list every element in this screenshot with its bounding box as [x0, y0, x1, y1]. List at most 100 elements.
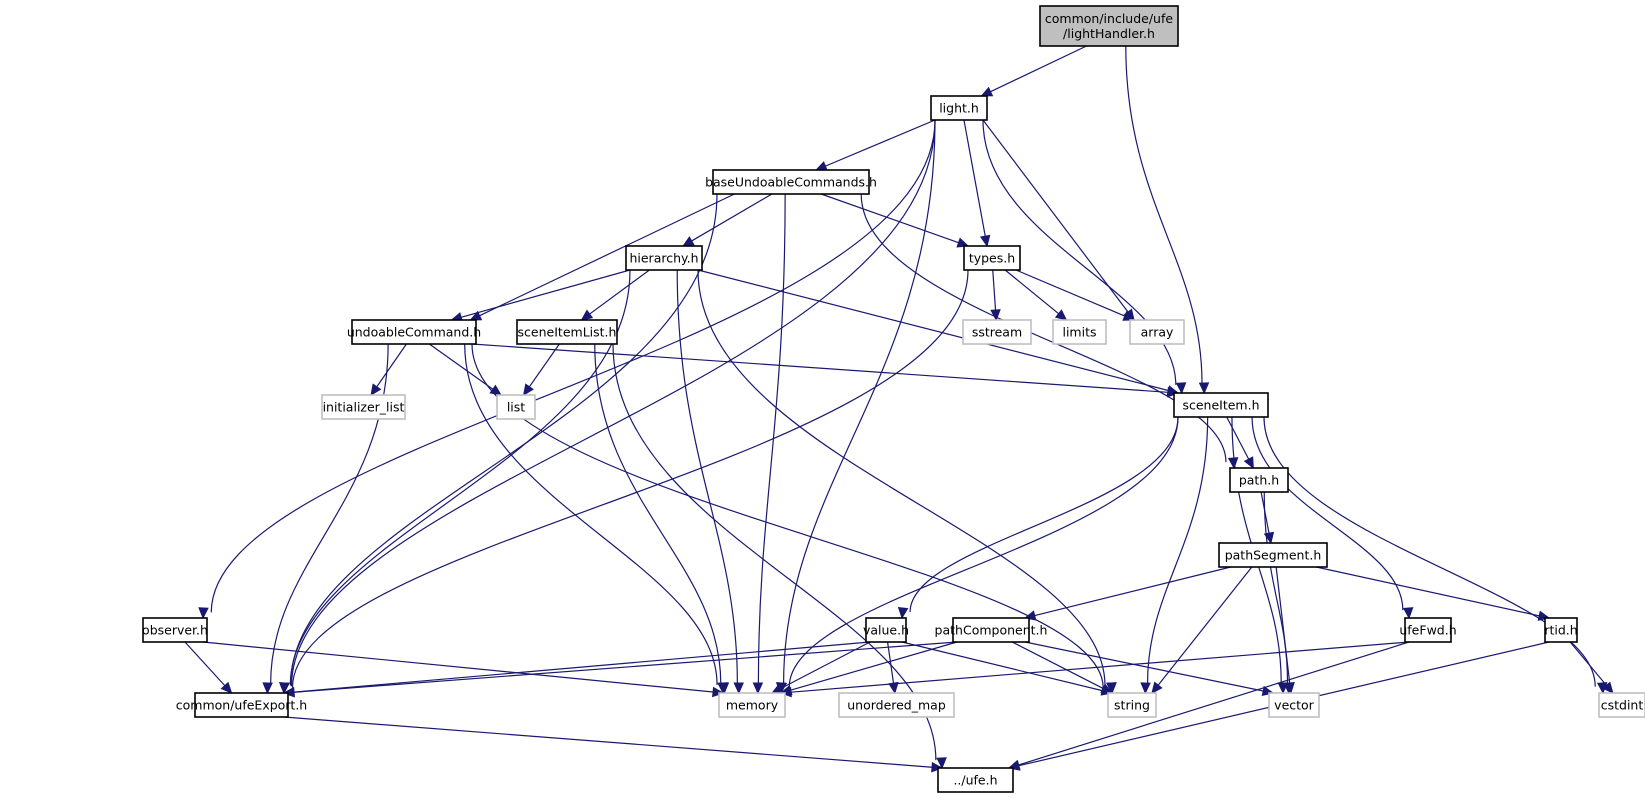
edge-undoableCommand-to-list	[428, 343, 494, 390]
arrowhead-icon	[1106, 682, 1117, 695]
node-hierarchy[interactable]: hierarchy.h	[625, 245, 703, 271]
node-box	[1544, 617, 1578, 643]
node-label: path.h	[1239, 473, 1279, 488]
node-label: ../ufe.h	[953, 773, 997, 788]
node-box	[1229, 467, 1289, 493]
node-label: memory	[726, 698, 779, 713]
node-label: value.h	[863, 623, 909, 638]
node-ufe[interactable]: ../ufe.h	[937, 767, 1014, 793]
arrowhead-icon	[1151, 681, 1163, 694]
node-undoablecommand[interactable]: undoableCommand.h	[347, 319, 481, 345]
edge-pathComponent-to-ufeExport	[293, 641, 958, 693]
edge-types-to-limits	[1004, 269, 1060, 315]
node-box	[321, 394, 406, 420]
edge-hierarchy-to-sceneItemList	[589, 269, 650, 315]
edge-sceneItem-to-string	[1146, 416, 1209, 684]
arrowhead-icon	[1602, 681, 1614, 694]
node-path[interactable]: path.h	[1229, 467, 1289, 493]
edge-lightHandler-to-light	[990, 45, 1087, 93]
node-label: cstdint	[1601, 698, 1644, 713]
edge-baseUndoableCommands-to-hierarchy	[691, 193, 773, 242]
edge-path-to-vector	[1263, 491, 1289, 684]
node-sceneitemlist[interactable]: sceneItemList.h	[516, 319, 618, 345]
node-box	[1598, 692, 1645, 718]
node-label: sceneItem.h	[1182, 398, 1259, 413]
edge-undoableCommand-to-initializer_list	[376, 343, 407, 388]
node-cstdint: cstdint	[1598, 692, 1645, 718]
node-ufefwd[interactable]: ufeFwd.h	[1399, 617, 1457, 643]
node-label: initializer_list	[323, 400, 405, 415]
arrowhead-icon	[931, 761, 944, 773]
node-label: rtid.h	[1544, 623, 1577, 638]
node-box	[930, 95, 988, 121]
node-lighthandler[interactable]: common/include/ufe/lightHandler.h	[1039, 5, 1179, 47]
arrowhead-icon	[1284, 681, 1295, 695]
node-box	[625, 245, 703, 271]
node-array: array	[1129, 319, 1185, 345]
arrowhead-icon	[1175, 382, 1187, 395]
node-label: limits	[1062, 325, 1096, 340]
arrowhead-icon	[779, 686, 792, 698]
edge-light-to-observer	[210, 119, 936, 613]
node-ufeexport[interactable]: common/ufeExport.h	[176, 692, 307, 718]
arrowhead-icon	[990, 309, 1001, 322]
node-vector: vector	[1268, 692, 1320, 718]
edge-baseUndoableCommands-to-types	[820, 193, 959, 244]
node-value[interactable]: value.h	[863, 617, 909, 643]
node-box	[1218, 542, 1328, 568]
node-label: list	[507, 400, 525, 415]
edge-light-to-memory	[782, 119, 936, 684]
edge-pathComponent-to-vector	[1024, 641, 1264, 692]
arrowhead-icon	[522, 383, 534, 396]
arrowhead-icon	[1122, 311, 1136, 321]
edge-light-to-array	[982, 119, 1129, 313]
node-rtid[interactable]: rtid.h	[1544, 617, 1578, 643]
edge-ufeFwd-to-ufe	[1018, 641, 1410, 766]
arrowhead-icon	[1227, 457, 1239, 470]
arrowhead-icon	[936, 757, 947, 770]
edge-light-to-ufeExport	[290, 119, 936, 687]
node-baseundoablecommands[interactable]: baseUndoableCommands.h	[705, 169, 877, 195]
edge-pathSegment-to-rtid	[1316, 566, 1540, 617]
node-label: hierarchy.h	[629, 251, 698, 266]
edge-pathComponent-to-string	[1011, 641, 1104, 689]
arrowhead-icon	[897, 607, 909, 620]
node-sceneitem[interactable]: sceneItem.h	[1173, 392, 1269, 418]
node-box	[194, 692, 289, 718]
node-initializer-list: initializer_list	[321, 394, 406, 420]
node-label: vector	[1274, 698, 1315, 713]
node-box	[516, 319, 618, 345]
arrowhead-icon	[979, 234, 991, 248]
node-label: sstream	[972, 325, 1022, 340]
arrowhead-icon	[815, 161, 828, 171]
edge-rtid-to-cstdint	[1569, 641, 1607, 686]
node-box	[838, 692, 955, 718]
node-string: string	[1107, 692, 1157, 718]
edge-pathSegment-to-string	[1157, 566, 1253, 686]
node-types[interactable]: types.h	[963, 245, 1021, 271]
arrowhead-icon	[956, 237, 970, 248]
node-pathsegment[interactable]: pathSegment.h	[1218, 542, 1328, 568]
edge-light-to-sceneItem	[982, 119, 1177, 385]
node-box	[496, 394, 536, 420]
arrowhead-icon	[1198, 382, 1210, 395]
arrowhead-icon	[733, 682, 744, 695]
edge-light-to-types	[963, 119, 986, 237]
arrowhead-icon	[752, 682, 764, 695]
node-label: ufeFwd.h	[1399, 623, 1456, 638]
node-light[interactable]: light.h	[930, 95, 988, 121]
node-pathcomponent[interactable]: pathComponent.h	[935, 617, 1048, 643]
arrowhead-icon	[1140, 682, 1151, 695]
edge-baseUndoableCommands-to-memory	[757, 193, 786, 684]
arrowhead-icon	[580, 309, 594, 321]
node-box	[1268, 692, 1320, 718]
edge-hierarchy-to-sceneItem	[697, 269, 1169, 392]
arrowhead-icon	[198, 607, 209, 620]
edge-sceneItemList-to-list	[528, 343, 560, 388]
edge-sceneItem-to-path	[1226, 416, 1250, 460]
node-observer[interactable]: observer.h	[142, 617, 208, 643]
edge-hierarchy-to-memory	[676, 269, 738, 684]
edge-hierarchy-to-string	[697, 269, 1106, 686]
node-label: unordered_map	[847, 698, 946, 713]
